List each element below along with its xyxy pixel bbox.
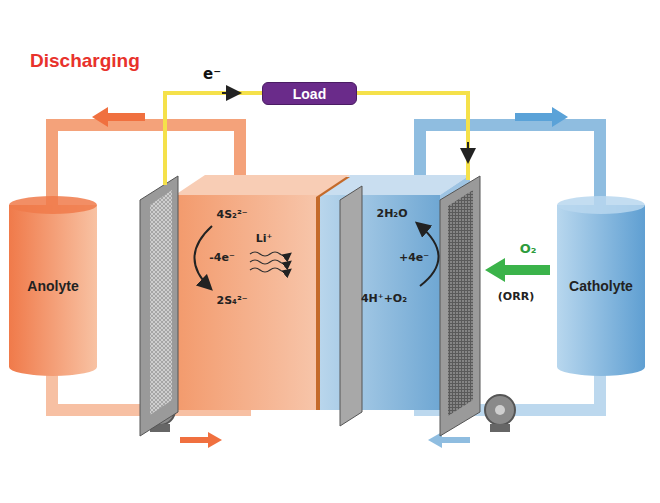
cathode-frame <box>440 176 480 436</box>
species-label: 2H₂O <box>376 207 407 220</box>
load-box: Load <box>262 82 357 105</box>
anolyte-chamber <box>175 195 320 410</box>
electron-label: e⁻ <box>203 65 221 83</box>
electron-arrow <box>222 92 238 94</box>
anode-mesh <box>150 190 172 415</box>
wire <box>357 93 468 180</box>
tank-label: Anolyte <box>27 278 78 294</box>
catholyte-tank: Catholyte <box>556 195 646 377</box>
flow-arrow <box>180 432 222 448</box>
title: Discharging <box>30 50 140 72</box>
oxygen-label: O₂ <box>520 241 537 256</box>
electron-arrow <box>467 142 469 160</box>
flow-arrow <box>515 107 568 127</box>
electron-count: +4e⁻ <box>399 251 429 264</box>
wire <box>165 93 262 185</box>
oxygen-arrow <box>485 258 550 282</box>
electron-count: -4e⁻ <box>209 251 235 264</box>
species-label: 2S₄²⁻ <box>216 294 247 307</box>
ion-label: Li⁺ <box>256 232 273 245</box>
flow-arrow <box>92 107 145 127</box>
ion-transport <box>250 252 290 272</box>
load-label: Load <box>293 86 326 102</box>
species-label: 4S₂²⁻ <box>216 208 247 221</box>
porous-cathode <box>448 190 473 416</box>
catholyte-chamber <box>320 195 440 410</box>
anode-frame <box>140 176 178 436</box>
reaction-label: (ORR) <box>498 290 534 303</box>
tank-label: Catholyte <box>569 278 633 294</box>
flow-arrow <box>428 432 470 448</box>
pump <box>485 395 515 432</box>
anolyte-tank: Anolyte <box>8 195 98 377</box>
species-label: 4H⁺+O₂ <box>361 292 407 305</box>
cathode-frame <box>340 186 362 426</box>
